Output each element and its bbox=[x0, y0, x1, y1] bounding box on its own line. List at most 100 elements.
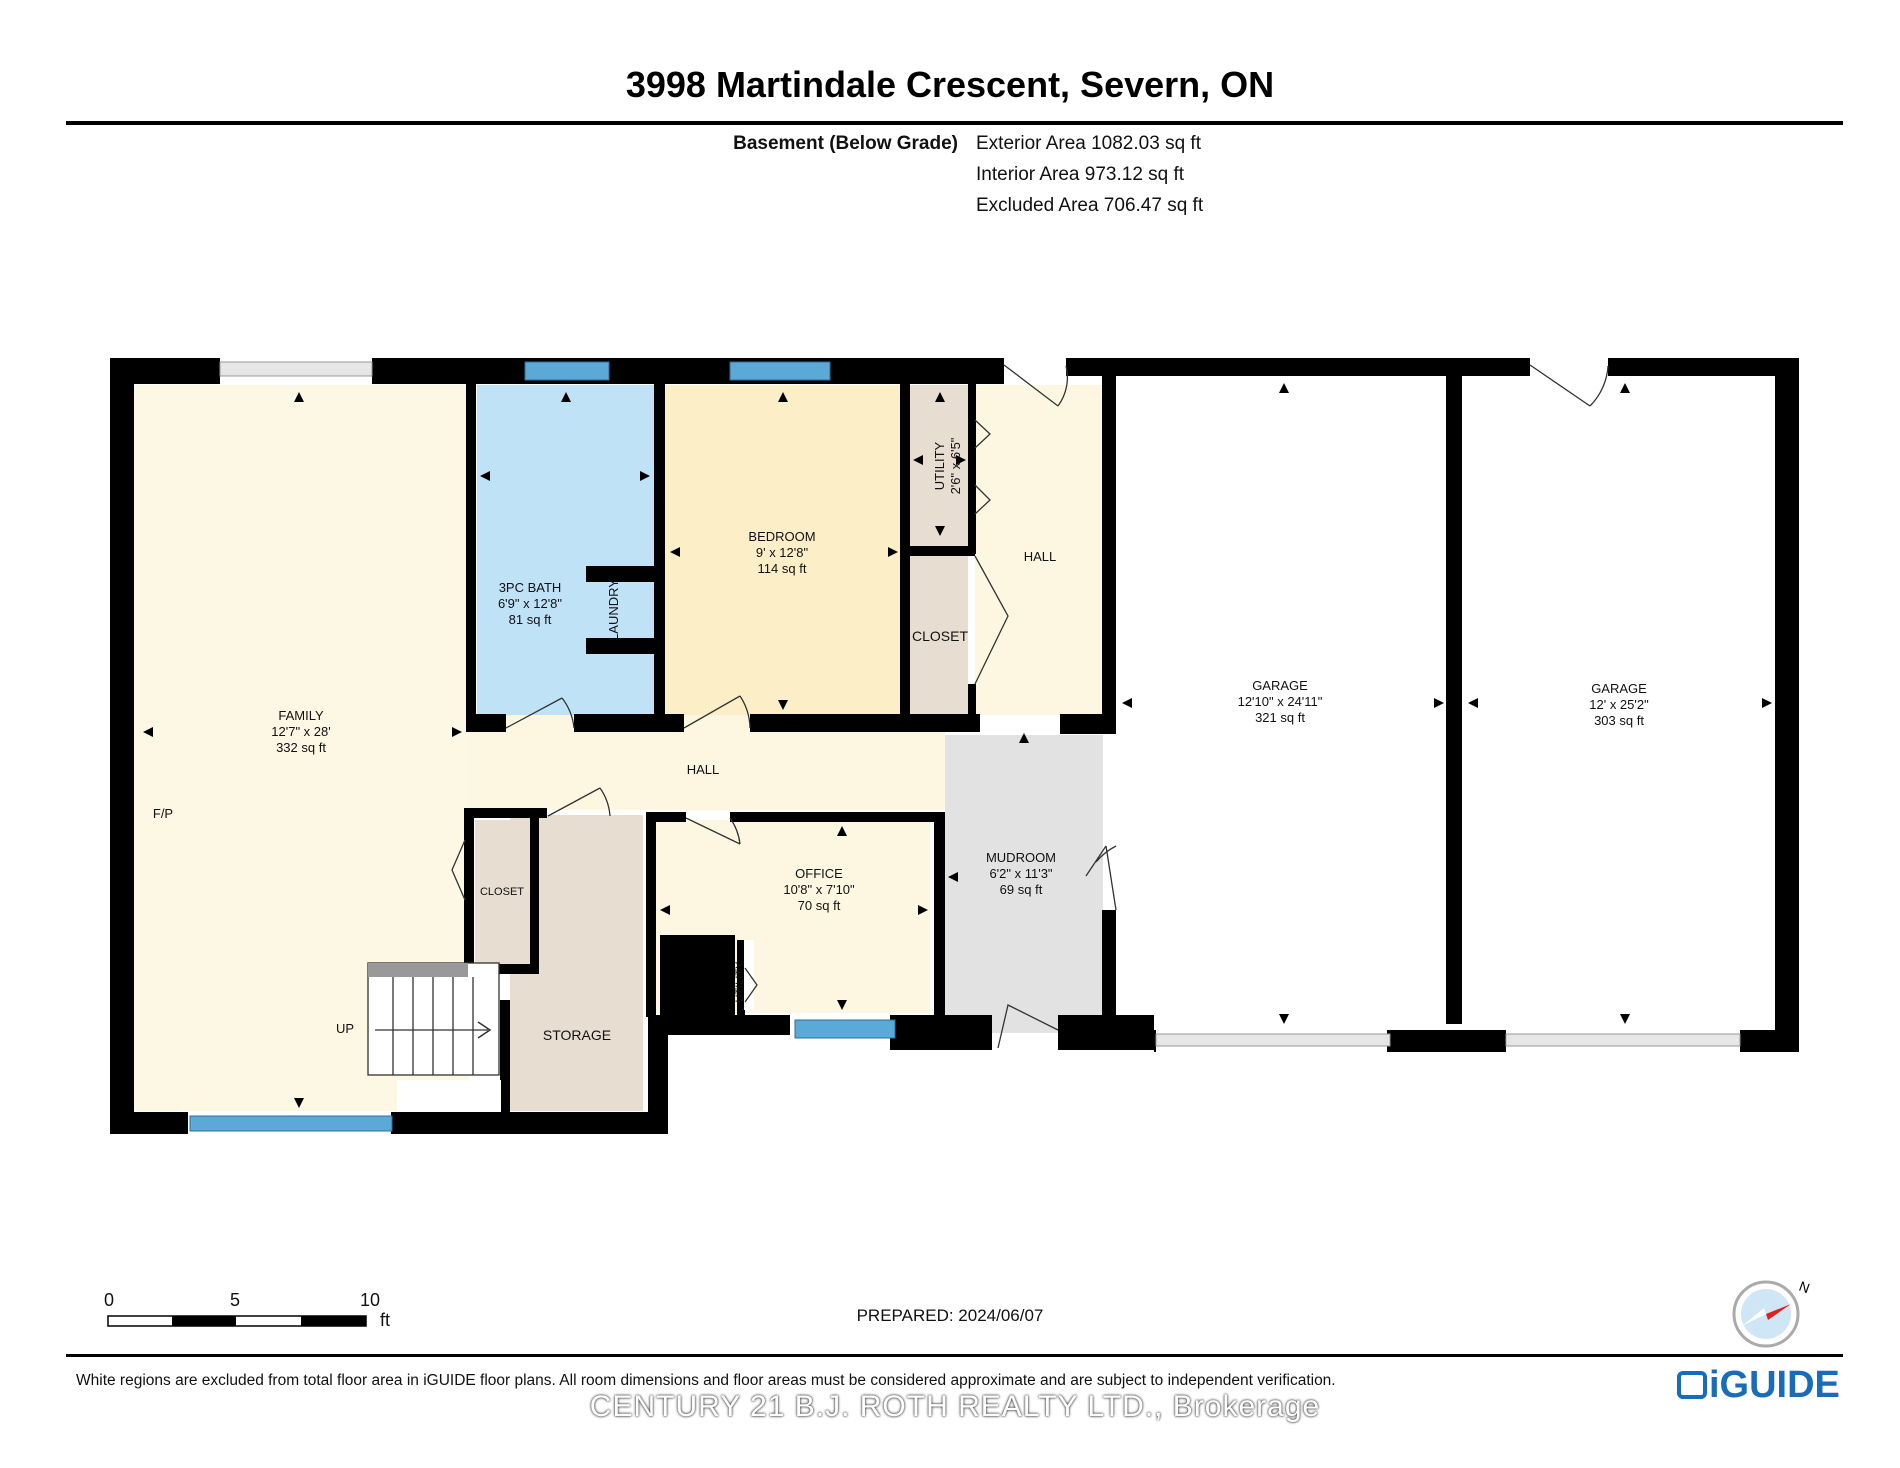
bath-fill bbox=[477, 385, 654, 715]
iguide-logo-text: iGUIDE bbox=[1709, 1364, 1840, 1406]
header-divider bbox=[66, 121, 1843, 125]
wall bbox=[905, 546, 975, 556]
wall bbox=[654, 714, 684, 732]
prepared-date: PREPARED: 2024/06/07 bbox=[856, 1306, 1044, 1325]
wall bbox=[1102, 376, 1116, 714]
door-leaf bbox=[1589, 365, 1609, 407]
exterior-area: Exterior Area 1082.03 sq ft bbox=[976, 133, 1201, 154]
compass-north-letter: N bbox=[1797, 1278, 1812, 1296]
wall bbox=[646, 812, 656, 1017]
wall bbox=[574, 714, 654, 732]
scale-bar bbox=[107, 1315, 367, 1327]
garage2-dims: 12' x 25'2" bbox=[1589, 697, 1649, 712]
wall bbox=[900, 384, 910, 732]
garage1-area: 321 sq ft bbox=[1255, 710, 1305, 725]
office-name: OFFICE bbox=[795, 866, 843, 881]
wall bbox=[110, 1112, 188, 1134]
wall bbox=[660, 935, 735, 1015]
family-name: FAMILY bbox=[278, 708, 324, 723]
wall bbox=[968, 384, 976, 554]
bedroom-fill bbox=[665, 385, 905, 715]
wall bbox=[530, 808, 539, 974]
wall bbox=[1775, 358, 1799, 1052]
door-leaf bbox=[547, 787, 601, 817]
closet-top-fill bbox=[910, 556, 968, 715]
bifold-door bbox=[451, 839, 466, 901]
hall-top-label: HALL bbox=[1024, 549, 1057, 564]
wall bbox=[1102, 910, 1116, 1050]
door-leaf bbox=[505, 697, 563, 729]
wall bbox=[372, 358, 1004, 384]
garage-door bbox=[1505, 1033, 1741, 1047]
wall bbox=[1060, 714, 1116, 734]
bifold-door bbox=[974, 484, 991, 515]
fireplace bbox=[125, 770, 134, 860]
door-arc bbox=[729, 817, 741, 845]
stairs-up-label: UP bbox=[336, 1021, 354, 1036]
fireplace-label: F/P bbox=[153, 806, 173, 821]
utility-top-dims: 2'6" x 6'5" bbox=[948, 437, 963, 494]
mudroom-area: 69 sq ft bbox=[1000, 882, 1043, 897]
bedroom-name: BEDROOM bbox=[748, 529, 815, 544]
wall bbox=[464, 964, 539, 974]
scale-zero: 0 bbox=[104, 1290, 115, 1310]
mudroom-name: MUDROOM bbox=[986, 850, 1056, 865]
door-leaf bbox=[1529, 364, 1591, 407]
window bbox=[524, 361, 610, 381]
window bbox=[729, 361, 831, 381]
wall bbox=[1608, 358, 1799, 376]
door-leaf bbox=[997, 1004, 1059, 1049]
door-leaf bbox=[685, 817, 741, 845]
hall-main-label: HALL bbox=[687, 762, 720, 777]
door-arc bbox=[561, 697, 575, 729]
mudroom-dims: 6'2" x 11'3" bbox=[989, 866, 1052, 881]
disclaimer-text: White regions are excluded from total fl… bbox=[76, 1372, 1336, 1389]
wall bbox=[586, 638, 654, 654]
wall bbox=[539, 808, 547, 818]
garage2-area: 303 sq ft bbox=[1594, 713, 1644, 728]
bath-area: 81 sq ft bbox=[509, 612, 552, 627]
iguide-logo-icon bbox=[1677, 1371, 1707, 1399]
window bbox=[794, 1019, 896, 1039]
wall bbox=[750, 714, 980, 732]
excluded-area: Excluded Area 706.47 sq ft bbox=[976, 195, 1204, 216]
dimension-arrows bbox=[143, 383, 1772, 1108]
door-arc bbox=[739, 695, 751, 729]
utility-top-name: UTILITY bbox=[932, 441, 947, 490]
wall bbox=[654, 384, 665, 732]
wall bbox=[110, 358, 134, 1134]
hall-top-fill bbox=[975, 385, 1103, 715]
wall bbox=[730, 812, 945, 822]
family-area: 332 sq ft bbox=[276, 740, 326, 755]
sliding-door bbox=[219, 361, 373, 377]
utility-low-pocket bbox=[744, 940, 754, 1010]
closet-top-label: CLOSET bbox=[912, 628, 968, 644]
wall bbox=[464, 808, 474, 974]
wall bbox=[737, 940, 745, 1015]
office-dims: 10'8" x 7'10" bbox=[783, 882, 855, 897]
wall bbox=[968, 684, 976, 732]
window bbox=[189, 1115, 393, 1132]
wall bbox=[890, 1015, 992, 1050]
utility-top-fill bbox=[910, 385, 968, 548]
bath-dims: 6'9" x 12'8" bbox=[498, 596, 562, 611]
wall bbox=[1470, 1030, 1506, 1052]
brokerage-watermark: CENTURY 21 B.J. ROTH REALTY LTD., Broker… bbox=[589, 1390, 1321, 1423]
page-title: 3998 Martindale Crescent, Severn, ON bbox=[625, 64, 1275, 105]
bifold-door bbox=[974, 555, 1009, 685]
garage-door bbox=[1155, 1033, 1391, 1047]
door-arc bbox=[599, 787, 611, 817]
wall bbox=[466, 384, 476, 732]
family-dims: 12'7" x 28' bbox=[271, 724, 330, 739]
wall bbox=[646, 812, 686, 822]
scale-ten: 10 bbox=[360, 1290, 381, 1310]
scale-five: 5 bbox=[230, 1290, 241, 1310]
wall bbox=[934, 812, 945, 1017]
excluded-region bbox=[397, 1080, 501, 1112]
compass-icon: N bbox=[1732, 1278, 1812, 1348]
level-label: Basement (Below Grade) bbox=[733, 133, 958, 154]
wall bbox=[500, 1000, 510, 1112]
wall bbox=[391, 1112, 668, 1134]
wall bbox=[648, 1015, 668, 1134]
staircase bbox=[367, 962, 500, 1076]
